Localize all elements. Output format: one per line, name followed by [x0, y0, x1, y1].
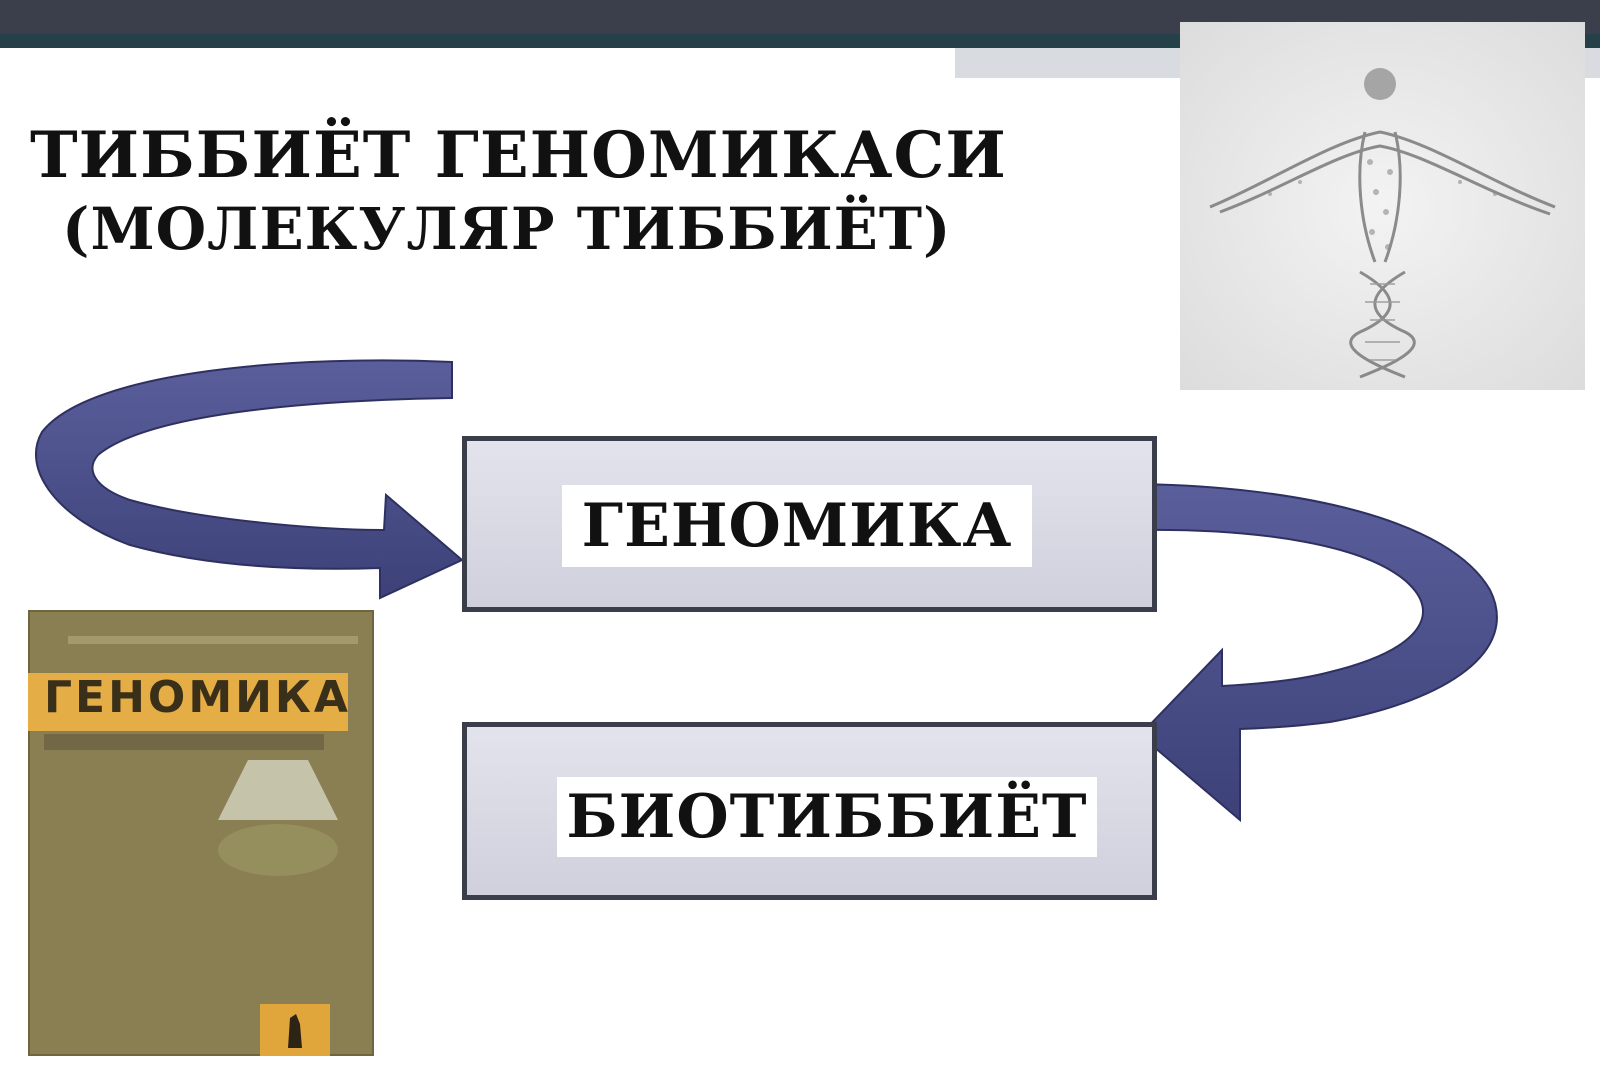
slide-title-line2: (МОЛЕКУЛЯР ТИББИЁТ) — [62, 195, 952, 263]
book-title: ГЕНОМИКА — [44, 672, 351, 723]
biomedicine-box: БИОТИББИЁТ — [462, 722, 1157, 900]
book-subtitle — [44, 734, 324, 750]
slide-title-line1: ТИББИЁТ ГЕНОМИКАСИ — [30, 118, 1007, 193]
genomics-label: ГЕНОМИКА — [562, 485, 1032, 567]
book-authors — [68, 636, 358, 644]
publisher-logo — [260, 1004, 330, 1056]
dna-human-image — [1180, 22, 1585, 390]
book-illustration — [218, 760, 338, 876]
book-title-band — [28, 673, 348, 731]
biomedicine-label: БИОТИББИЁТ — [557, 777, 1097, 857]
genomics-book-cover: ГЕНОМИКА — [28, 610, 374, 1056]
arrow-left-loop — [35, 359, 464, 600]
slide-title: ТИББИЁТ ГЕНОМИКАСИ (МОЛЕКУЛЯР ТИББИЁТ) — [30, 118, 1007, 264]
arrow-right-loop — [1134, 482, 1498, 823]
publisher-logo-icon — [288, 1014, 302, 1048]
dna-human-figure — [1209, 68, 1556, 379]
genomics-box: ГЕНОМИКА — [462, 436, 1157, 612]
